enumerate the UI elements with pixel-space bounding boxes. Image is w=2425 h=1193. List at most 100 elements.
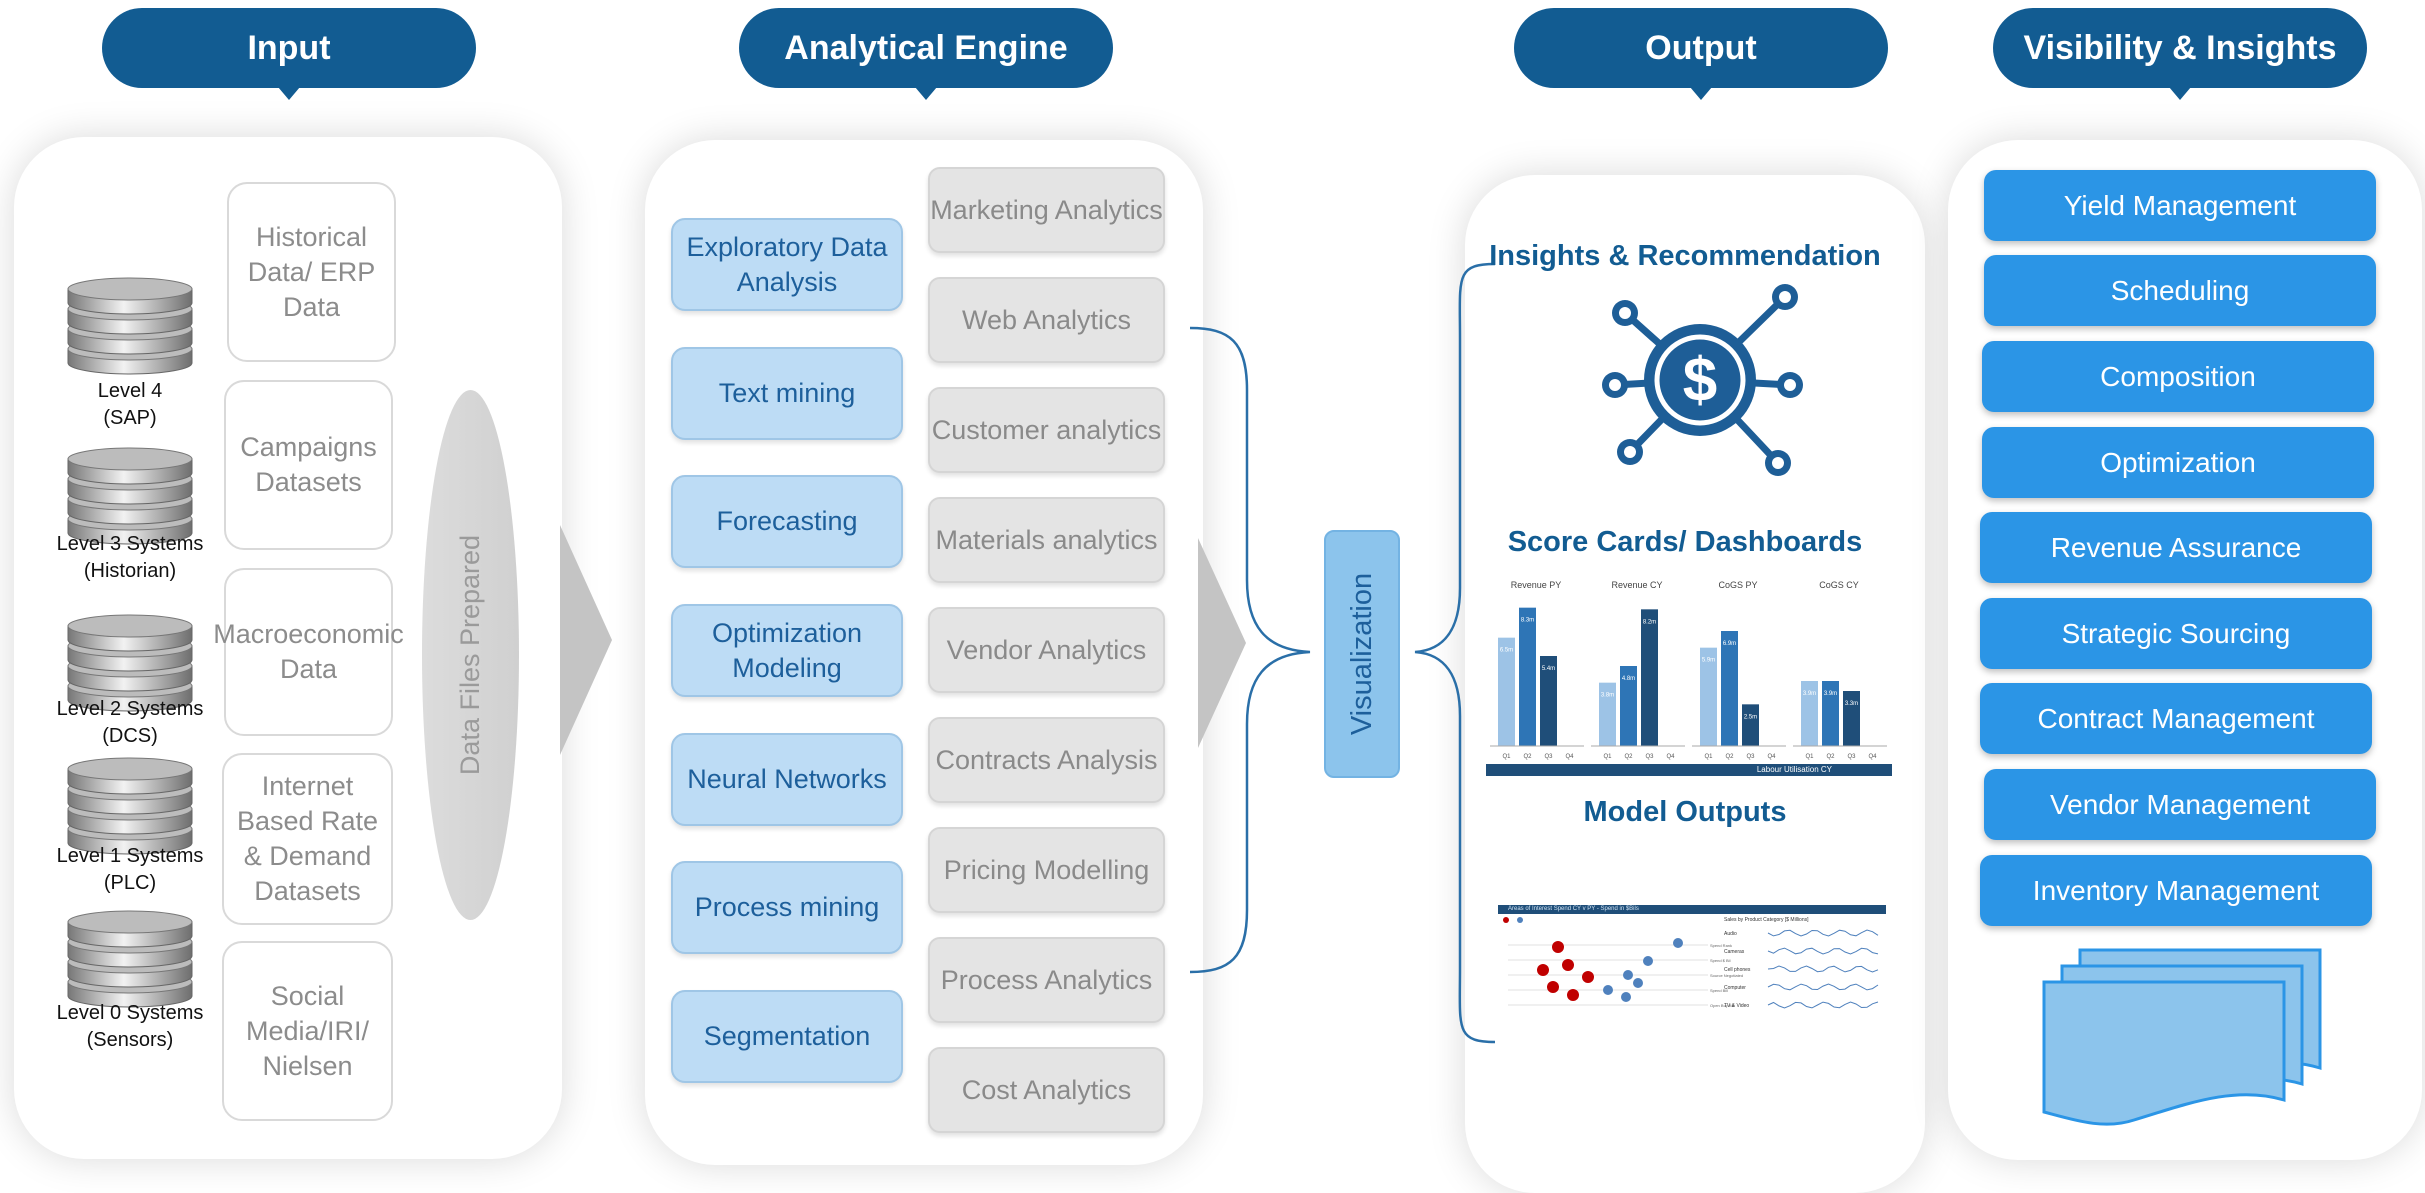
source-internet-rate-demand: Internet Based Rate & Demand Datasets xyxy=(222,753,393,925)
technique-optimization-modeling: Optimization Modeling xyxy=(671,604,903,697)
model-row-label: Spend $ Bil xyxy=(1710,958,1731,963)
mini-chart-title: Revenue PY xyxy=(1511,580,1562,590)
model-point-red xyxy=(1582,971,1594,983)
analytics-cost: Cost Analytics xyxy=(928,1047,1165,1133)
header-input: Input xyxy=(102,8,476,100)
source-social-media: Social Media/IRI/ Nielsen xyxy=(222,941,393,1121)
mini-chart-quarter-label: Q3 xyxy=(1645,754,1654,760)
mini-chart-data-label: 3.3m xyxy=(1845,701,1858,707)
model-point-blue xyxy=(1621,992,1631,1002)
arrow-input-to-engine xyxy=(560,525,612,755)
model-point-blue xyxy=(1603,985,1613,995)
model-point-red xyxy=(1562,959,1574,971)
arrow-engine-to-visualization xyxy=(1198,538,1246,748)
system-label: Level 0 Systems (Sensors) xyxy=(56,1002,204,1051)
analytics-materials: Materials analytics xyxy=(928,497,1165,583)
model-point-red xyxy=(1547,981,1559,993)
model-legend-blue xyxy=(1517,917,1523,923)
analytics-vendor: Vendor Analytics xyxy=(928,607,1165,693)
vis-item-revenue-assurance: Revenue Assurance xyxy=(1980,512,2372,583)
source-campaigns: Campaigns Datasets xyxy=(224,380,393,550)
vis-item-composition: Composition xyxy=(1982,341,2374,412)
technique-text-mining: Text mining xyxy=(671,347,903,440)
model-row-label: Spend Rank xyxy=(1710,943,1732,948)
source-macroeconomic: Macroeconomic Data xyxy=(213,568,404,736)
mini-chart-bar xyxy=(1540,656,1557,746)
data-files-prepared-ellipse xyxy=(422,390,519,920)
technique-exploratory-data-analysis: Exploratory Data Analysis xyxy=(671,218,903,311)
vis-item-optimization: Optimization xyxy=(1982,427,2374,498)
system-label: Level 1 Systems (PLC) xyxy=(56,845,204,894)
mini-chart-quarter-label: Q3 xyxy=(1847,754,1856,760)
analytics-contracts: Contracts Analysis xyxy=(928,717,1165,803)
mini-chart-data-label: 8.2m xyxy=(1643,619,1656,625)
model-sparkline xyxy=(1767,1001,1879,1009)
mini-chart-data-label: 5.4m xyxy=(1542,666,1555,672)
database-icon xyxy=(67,277,193,375)
database-icon xyxy=(67,757,193,855)
system-label: Level 2 Systems (DCS) xyxy=(56,698,204,747)
vis-item-contract-management: Contract Management xyxy=(1980,683,2372,754)
mini-chart-quarter-label: Q2 xyxy=(1523,754,1532,760)
mini-chart-bar xyxy=(1599,682,1616,746)
vis-item-inventory-management: Inventory Management xyxy=(1980,855,2372,926)
header-visibility-insights: Visibility & Insights xyxy=(1993,8,2367,100)
system-label: Level 3 Systems (Historian) xyxy=(56,533,204,582)
scorecard-footer: Labour Utilisation CY xyxy=(1486,764,1892,776)
model-point-red xyxy=(1567,989,1579,1001)
model-sparkline xyxy=(1767,929,1879,937)
model-category-label: Cell phones xyxy=(1724,967,1751,973)
mini-chart-title: Revenue CY xyxy=(1611,580,1662,590)
documents-stack-icon xyxy=(2042,948,2322,1126)
analytics-web: Web Analytics xyxy=(928,277,1165,363)
model-point-red xyxy=(1552,941,1564,953)
mini-chart-quarter-label: Q1 xyxy=(1704,754,1713,760)
database-icon xyxy=(67,447,193,545)
mini-chart-bar xyxy=(1801,681,1818,746)
visualization-label: Visualization xyxy=(1346,572,1378,736)
mini-chart-data-label: 5.9m xyxy=(1702,658,1715,664)
analytics-customer: Customer analytics xyxy=(928,387,1165,473)
mini-chart-title: CoGS PY xyxy=(1718,580,1757,590)
model-legend-red xyxy=(1503,917,1509,923)
mini-chart-quarter-label: Q3 xyxy=(1746,754,1755,760)
vis-item-vendor-management: Vendor Management xyxy=(1984,769,2376,840)
mini-chart-bar xyxy=(1843,691,1860,746)
visualization-box xyxy=(1324,530,1400,778)
mini-chart-data-label: 6.5m xyxy=(1500,648,1513,654)
technique-neural-networks: Neural Networks xyxy=(671,733,903,826)
vis-item-scheduling: Scheduling xyxy=(1984,255,2376,326)
technique-forecasting: Forecasting xyxy=(671,475,903,568)
insights-title: Insights & Recommendation xyxy=(1489,240,1881,272)
mini-chart-quarter-label: Q3 xyxy=(1544,754,1553,760)
model-sparkline xyxy=(1767,947,1879,955)
mini-chart-quarter-label: Q4 xyxy=(1666,754,1675,760)
mini-chart-quarter-label: Q2 xyxy=(1826,754,1835,760)
mini-chart-quarter-label: Q4 xyxy=(1868,754,1877,760)
model-point-blue xyxy=(1633,978,1643,988)
mini-chart-bar xyxy=(1498,637,1515,746)
mini-chart-data-label: 2.5m xyxy=(1744,714,1757,720)
mini-chart-bar xyxy=(1742,704,1759,746)
analytics-process: Process Analytics xyxy=(928,937,1165,1023)
model-sparkline xyxy=(1767,965,1879,973)
technique-process-mining: Process mining xyxy=(671,861,903,954)
mini-chart-data-label: 4.8m xyxy=(1622,676,1635,682)
mini-chart-quarter-label: Q1 xyxy=(1805,754,1814,760)
model-sparkline xyxy=(1767,983,1879,991)
analytics-marketing: Marketing Analytics xyxy=(928,167,1165,253)
data-files-prepared-label: Data Files Prepared xyxy=(455,534,485,776)
source-historical-data: Historical Data/ ERP Data xyxy=(227,182,396,362)
scorecards-title: Score Cards/ Dashboards xyxy=(1507,526,1863,558)
engine-bracket xyxy=(1189,326,1311,974)
mini-chart-quarter-label: Q1 xyxy=(1603,754,1612,760)
model-row-label: Spend Bill xyxy=(1710,988,1728,993)
model-outputs-title: Model Outputs xyxy=(1583,796,1787,828)
database-icon xyxy=(67,614,193,712)
model-category-label: Cameras xyxy=(1724,949,1745,955)
mini-chart-quarter-label: Q2 xyxy=(1624,754,1633,760)
